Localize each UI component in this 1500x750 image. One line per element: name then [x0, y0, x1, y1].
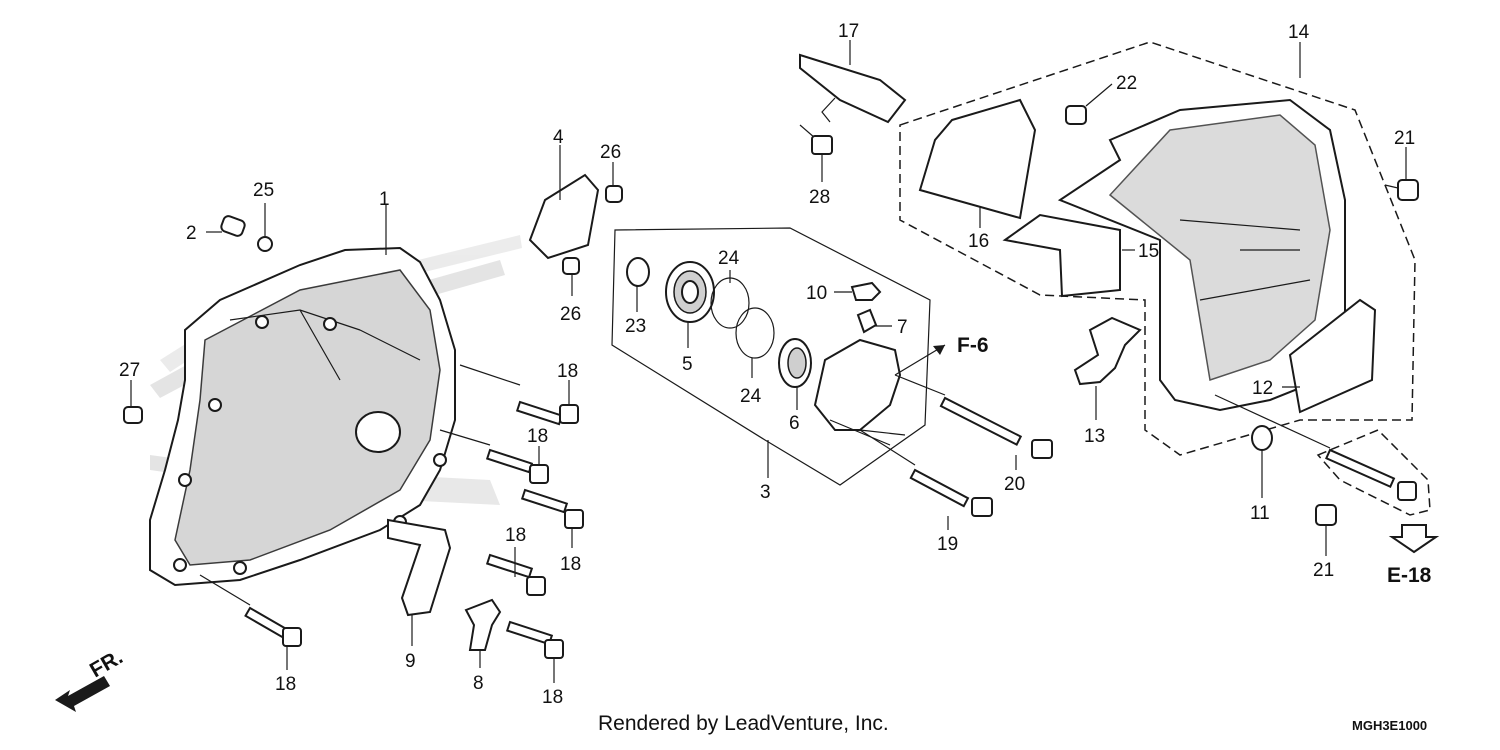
callout-20: 20	[1004, 474, 1025, 495]
callout-21a: 21	[1394, 128, 1415, 149]
seal-6	[778, 338, 812, 388]
nut-11	[1251, 425, 1273, 451]
render-credit: Rendered by LeadVenture, Inc.	[598, 712, 889, 735]
callout-13: 13	[1084, 426, 1105, 447]
bearing-5	[665, 261, 715, 323]
callout-11: 11	[1250, 503, 1270, 524]
callout-24a: 24	[718, 248, 740, 269]
duct-15	[1002, 213, 1121, 298]
washer-25	[257, 236, 273, 252]
reference-e18: E-18	[1387, 564, 1432, 587]
fitting-7	[856, 308, 878, 334]
bolt-21-upper	[1397, 179, 1419, 201]
dowel-pin-2	[220, 215, 246, 237]
f6-arrow	[894, 344, 946, 376]
bolt-22	[1065, 105, 1087, 125]
diagram-code: MGH3E1000	[1352, 718, 1428, 733]
dowel-pin-26-upper	[605, 185, 623, 203]
bracket-17	[799, 53, 907, 124]
bolt-20	[894, 374, 1053, 459]
bracket-17-link	[821, 97, 836, 123]
callout-23: 23	[625, 316, 646, 337]
callout-18b: 18	[527, 426, 548, 447]
air-duct-housing	[1057, 98, 1346, 412]
duct-12	[1288, 298, 1377, 414]
fitting-10	[850, 281, 882, 301]
callout-1: 1	[379, 189, 390, 210]
bolt-group-18	[199, 364, 584, 659]
callout-2: 2	[186, 223, 197, 244]
callout-18f: 18	[542, 687, 563, 708]
callout-18a: 18	[557, 361, 578, 382]
stay-9	[387, 518, 452, 617]
callout-7: 7	[897, 317, 908, 338]
leader-lines	[130, 40, 1407, 683]
stay-8	[464, 598, 502, 651]
callout-24b: 24	[740, 386, 762, 407]
housing	[813, 338, 906, 446]
bracket-13	[1073, 316, 1142, 386]
callout-26b: 26	[560, 304, 581, 325]
callout-25: 25	[253, 180, 274, 201]
duct-16	[918, 98, 1037, 220]
long-bolt	[1214, 394, 1417, 501]
callout-15: 15	[1138, 241, 1159, 262]
bolt-28	[799, 124, 833, 155]
callout-28: 28	[809, 187, 830, 208]
callout-18d: 18	[560, 554, 581, 575]
dowel-pin-27	[123, 406, 143, 424]
callout-16: 16	[968, 231, 989, 252]
assembly-3-boundary	[611, 227, 931, 486]
oil-seal-23	[626, 257, 650, 287]
callout-3: 3	[760, 482, 771, 503]
front-label: FR.	[86, 645, 127, 682]
callout-18c: 18	[505, 525, 526, 546]
bolt-21-lower	[1315, 504, 1337, 526]
callout-4: 4	[553, 127, 564, 148]
callout-17: 17	[838, 21, 859, 42]
callout-19: 19	[937, 534, 958, 555]
callout-26a: 26	[600, 142, 621, 163]
callout-22: 22	[1116, 73, 1137, 94]
callout-18e: 18	[275, 674, 296, 695]
reference-f6: F-6	[957, 334, 989, 357]
e18-arrow	[1388, 524, 1440, 554]
callout-14: 14	[1288, 22, 1310, 43]
callout-12: 12	[1252, 378, 1273, 399]
front-arrow-icon	[55, 676, 110, 712]
callout-8: 8	[473, 673, 484, 694]
e18-dashed-box	[1316, 429, 1431, 516]
callout-10: 10	[806, 283, 827, 304]
callout-21b: 21	[1313, 560, 1334, 581]
o-ring-24-upper	[710, 277, 750, 329]
callout-9: 9	[405, 651, 416, 672]
left-crankcase-cover	[149, 246, 456, 587]
callout-27: 27	[119, 360, 140, 381]
bolt-19	[859, 429, 993, 517]
bolt-21-upper-shaft	[1384, 184, 1399, 189]
callout-5: 5	[682, 354, 693, 375]
dowel-pin-26-lower	[562, 257, 580, 275]
callout-6: 6	[789, 413, 800, 434]
o-ring-24-lower	[735, 307, 775, 359]
gasket-4	[528, 173, 600, 260]
